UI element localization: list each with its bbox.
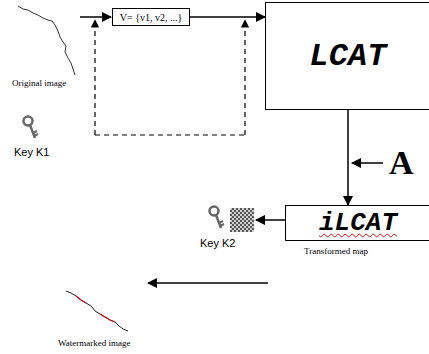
key-icon (24, 117, 39, 139)
image-caption: Watermarked image (58, 338, 131, 348)
image-caption: Original image (12, 78, 66, 88)
inverse-transform-box: iLCATTransformed map (285, 205, 429, 241)
output-arrow (256, 219, 285, 221)
box-title: iLCAT (319, 208, 397, 238)
output-arrow (148, 282, 268, 284)
original-curve (18, 6, 75, 75)
key-dashed-arrow (244, 20, 245, 135)
transform-box: LCAT (265, 2, 429, 110)
flow-arrow (190, 16, 265, 18)
key-label: Key K1 (14, 146, 49, 158)
box-caption: Transformed map (304, 246, 368, 256)
input-arrow (352, 162, 383, 164)
parameter-box: V= {v1, v2, ...} (112, 8, 190, 26)
watermarked-curve (66, 291, 128, 331)
key-label: Key K2 (200, 237, 235, 249)
watermark-trace (100, 314, 115, 322)
watermark-trace (76, 296, 86, 303)
matrix-symbol: A (389, 146, 414, 180)
box-title: V= {v1, v2, ...} (120, 12, 182, 23)
key-dashed-arrow (94, 20, 95, 135)
key-dashed-line (95, 134, 245, 135)
box-title: LCAT (310, 38, 387, 75)
input-arrow (80, 16, 111, 18)
key-icon (210, 207, 225, 229)
flow-arrow (347, 110, 349, 205)
key-pattern (230, 208, 254, 232)
